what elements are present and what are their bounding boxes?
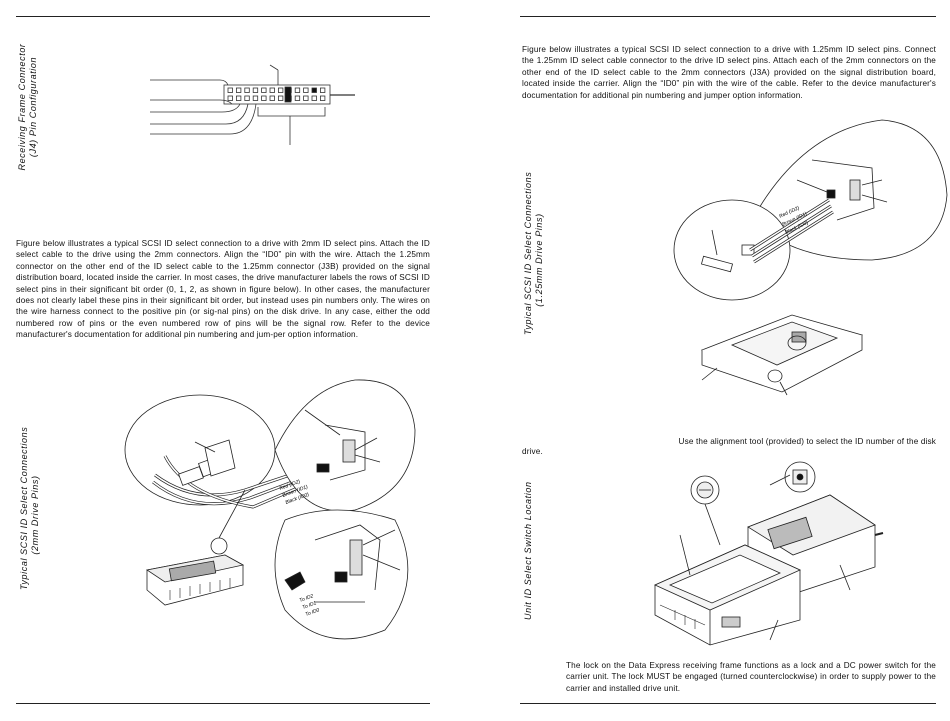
connector-pin-diagram	[150, 64, 355, 145]
connector-pin	[252, 87, 259, 93]
switch-location-caption: Unit ID Select Switch Location	[523, 481, 534, 620]
connector-pin	[227, 95, 233, 101]
connector-pin	[303, 87, 309, 93]
pin-label-id0: To ID0	[305, 607, 321, 618]
connector-pin	[261, 87, 267, 93]
left-figure-caption: Typical SCSI ID Select Connections (2mm …	[19, 426, 41, 590]
pin-config-caption-line1: Receiving Frame Connector	[17, 43, 27, 171]
connector-pin	[319, 95, 326, 101]
pin-config-caption-line2: (J4) Pin Configuration	[28, 56, 38, 158]
bottom-rule-left	[16, 703, 430, 704]
connector-pin	[236, 95, 242, 101]
pin-config-caption: Receiving Frame Connector (J4) Pin Confi…	[17, 42, 39, 172]
bottom-rule-right	[520, 703, 936, 704]
figure-125mm-connections: Red (ID2) Brown (ID1) Black (ID0)	[673, 119, 948, 396]
connector-pin	[319, 87, 326, 93]
right-figure-caption-line2: (1.25mm Drive Pins)	[534, 213, 544, 307]
connector-pin	[277, 87, 284, 93]
pin-label-id2: To ID2	[299, 593, 315, 604]
alignment-text-continuation: drive.	[522, 447, 543, 456]
connector-pin	[311, 95, 317, 101]
figure-id-switch-location	[654, 461, 884, 646]
switch-location-caption-line1: Unit ID Select Switch Location	[523, 481, 533, 620]
top-rule-left	[16, 16, 430, 17]
alignment-text: Use the alignment tool (provided) to sel…	[678, 437, 936, 446]
connector-pin	[311, 87, 317, 93]
connector-pin	[227, 87, 233, 93]
figure-2mm-connections: Red (ID2) Brown (ID1) Black (ID0) To ID2…	[124, 379, 416, 640]
pin-label-id1: To ID1	[302, 600, 318, 611]
connector-pin	[294, 87, 301, 93]
connector-pin	[303, 95, 309, 101]
top-rule-right	[520, 16, 936, 17]
ribbon-cable	[152, 455, 322, 509]
connector-pin	[244, 87, 250, 93]
left-figure-caption-line1: Typical SCSI ID Select Connections	[19, 426, 29, 590]
connector-pin	[261, 95, 267, 101]
connector-pin	[236, 87, 242, 93]
connector-pin	[269, 87, 275, 93]
connector-pin	[269, 95, 275, 101]
connector-pin	[252, 95, 259, 101]
connector-pin	[277, 95, 284, 101]
connector-pin	[294, 95, 301, 101]
right-figure-caption: Typical SCSI ID Select Connections (1.25…	[523, 171, 545, 335]
left-figure-caption-line2: (2mm Drive Pins)	[30, 475, 40, 555]
right-figure-caption-line1: Typical SCSI ID Select Connections	[523, 171, 533, 335]
right-paragraph: Figure below illustrates a typical SCSI …	[522, 45, 936, 100]
left-paragraph: Figure below illustrates a typical SCSI …	[16, 239, 430, 340]
connector-pin	[244, 95, 250, 101]
lock-paragraph: The lock on the Data Express receiving f…	[566, 661, 936, 693]
